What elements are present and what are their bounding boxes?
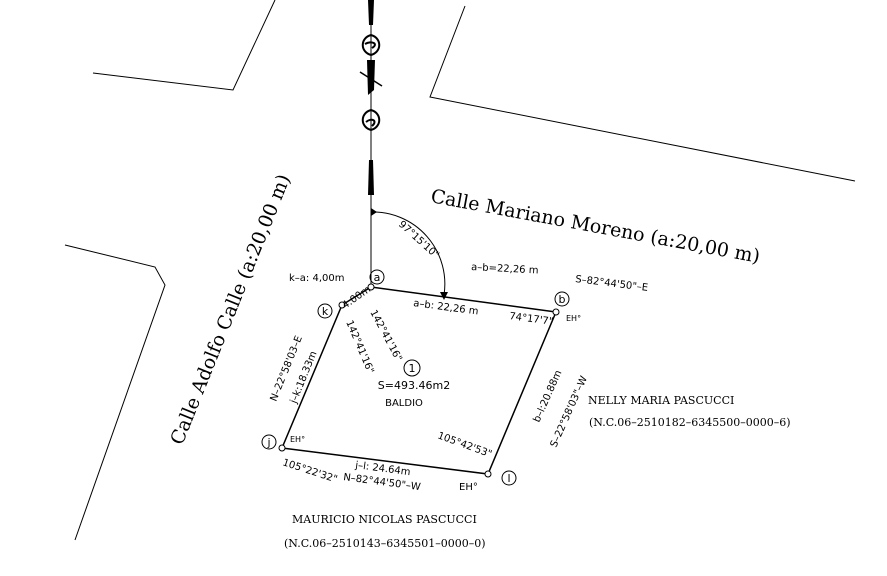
vertex-a-label: a bbox=[369, 269, 385, 285]
dim-ka-short: 4.00m bbox=[340, 284, 373, 311]
lot-number-badge: 1 bbox=[403, 359, 421, 377]
neighbor-east-nc: (N.C.06–2510182–6345500–0000–6) bbox=[589, 416, 791, 429]
eh-b-marker: EH° bbox=[566, 314, 581, 323]
lot-area: S=493.46m2 bbox=[378, 379, 450, 392]
vertex-j-label: j bbox=[261, 434, 277, 450]
vertex-a-text: a bbox=[374, 271, 381, 284]
dim-ab-bearing: S–82°44'50"–E bbox=[575, 274, 649, 294]
angle-a2: 142°41'16" bbox=[343, 319, 375, 376]
street-edge-top-left bbox=[92, 0, 276, 91]
vertex-l-label: l bbox=[501, 470, 517, 486]
vertex-points bbox=[278, 283, 560, 478]
street-mariano-moreno: Calle Mariano Moreno (a:20,00 m) bbox=[429, 185, 762, 268]
dim-ka: k–a: 4,00m bbox=[289, 273, 344, 284]
lot-number: 1 bbox=[409, 362, 416, 375]
neighbor-south-name: MAURICIO NICOLAS PASCUCCI bbox=[292, 513, 477, 526]
parcel-outline bbox=[280, 286, 558, 475]
north-angle-arc bbox=[370, 211, 446, 296]
lot-use: BALDIO bbox=[385, 398, 423, 409]
vertex-k-text: k bbox=[322, 305, 329, 318]
street-adolfo-calle: Calle Adolfo Calle (a:20,00 m) bbox=[166, 171, 295, 448]
angle-l: 105°42'53" bbox=[436, 430, 493, 460]
street-edges bbox=[64, 0, 856, 541]
angle-b: 74°17'7" bbox=[509, 311, 554, 328]
dim-bl: b–l:20.88m bbox=[532, 369, 565, 425]
eh-l-marker: EH° bbox=[459, 482, 478, 493]
angle-a1: 142°41'16" bbox=[367, 308, 403, 363]
street-edge-bottom-left bbox=[64, 244, 166, 541]
north-angle-arrowhead-top bbox=[371, 208, 377, 216]
neighbor-east-name: NELLY MARIA PASCUCCI bbox=[588, 394, 734, 407]
angle-j: 105°22'32" bbox=[281, 457, 339, 485]
eh-j-marker: EH° bbox=[290, 435, 305, 444]
street-edge-top-right bbox=[429, 5, 856, 182]
dim-ab-top: a–b=22,26 m bbox=[471, 262, 539, 277]
vertex-j-text: j bbox=[266, 436, 270, 449]
north-angle-text: 97°15'10" bbox=[396, 219, 441, 261]
north-angle-arrowhead bbox=[440, 292, 448, 300]
vertex-k-label: k bbox=[317, 303, 333, 319]
neighbor-south-nc: (N.C.06–2510143–6345501–0000–0) bbox=[284, 537, 486, 550]
vertex-l-text: l bbox=[507, 472, 510, 485]
vertex-b-text: b bbox=[559, 293, 566, 306]
vertex-b-label: b bbox=[554, 291, 570, 307]
north-arrow-icon bbox=[359, 0, 383, 285]
